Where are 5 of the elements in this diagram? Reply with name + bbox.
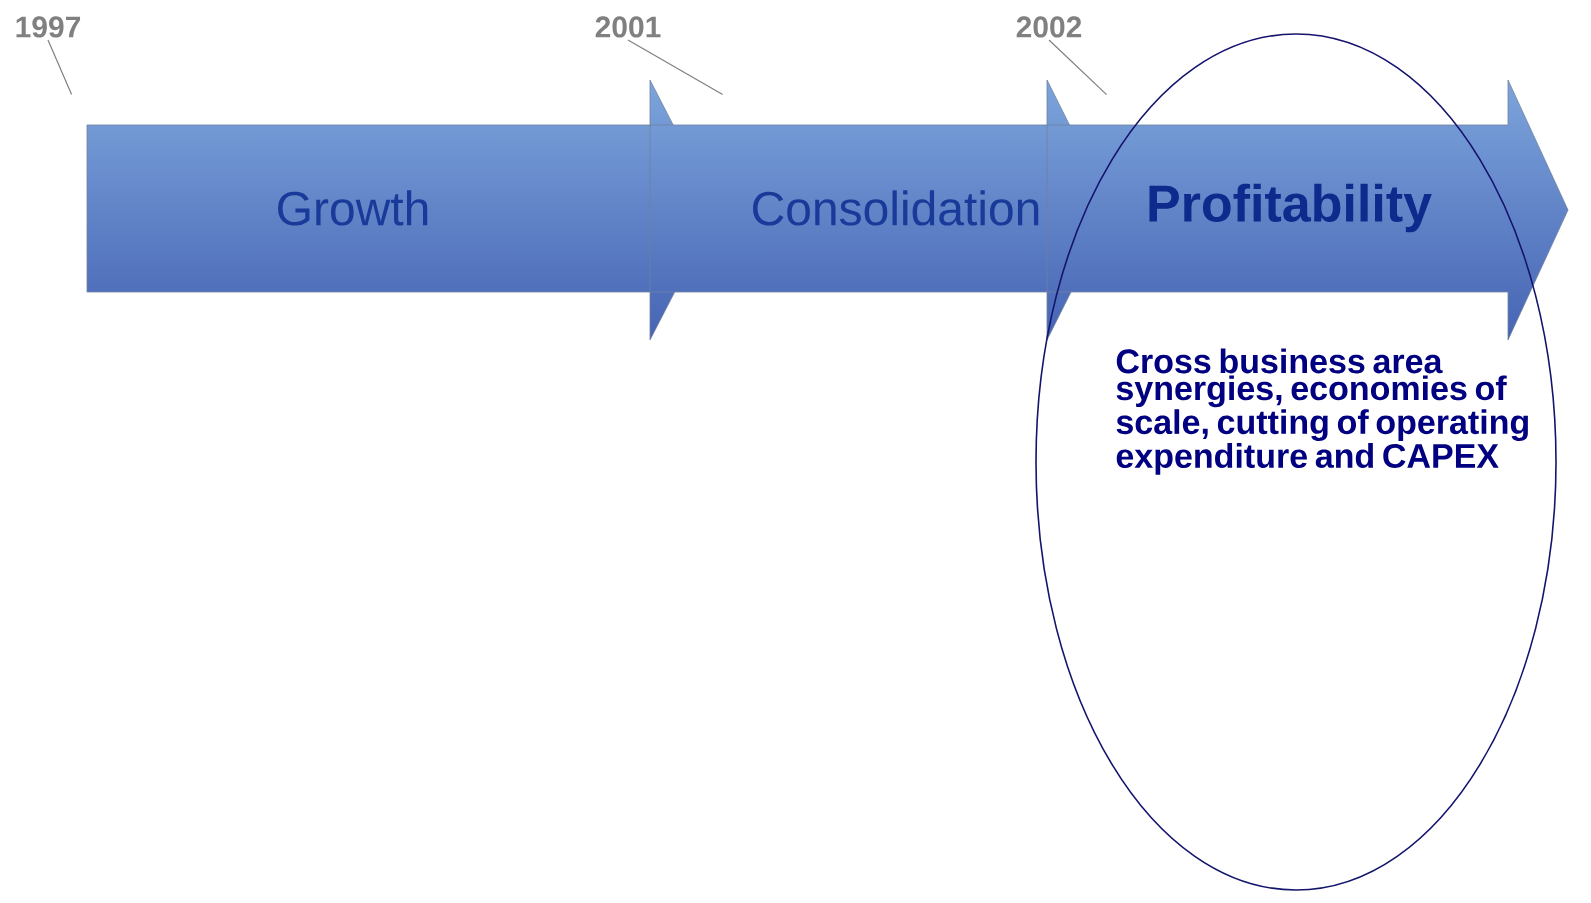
year-label: 1997 (16, 16, 81, 38)
leader-line (47, 39, 73, 96)
leader-line (627, 39, 724, 96)
year-label: 2001 (595, 16, 661, 38)
leader-line (1048, 39, 1108, 96)
